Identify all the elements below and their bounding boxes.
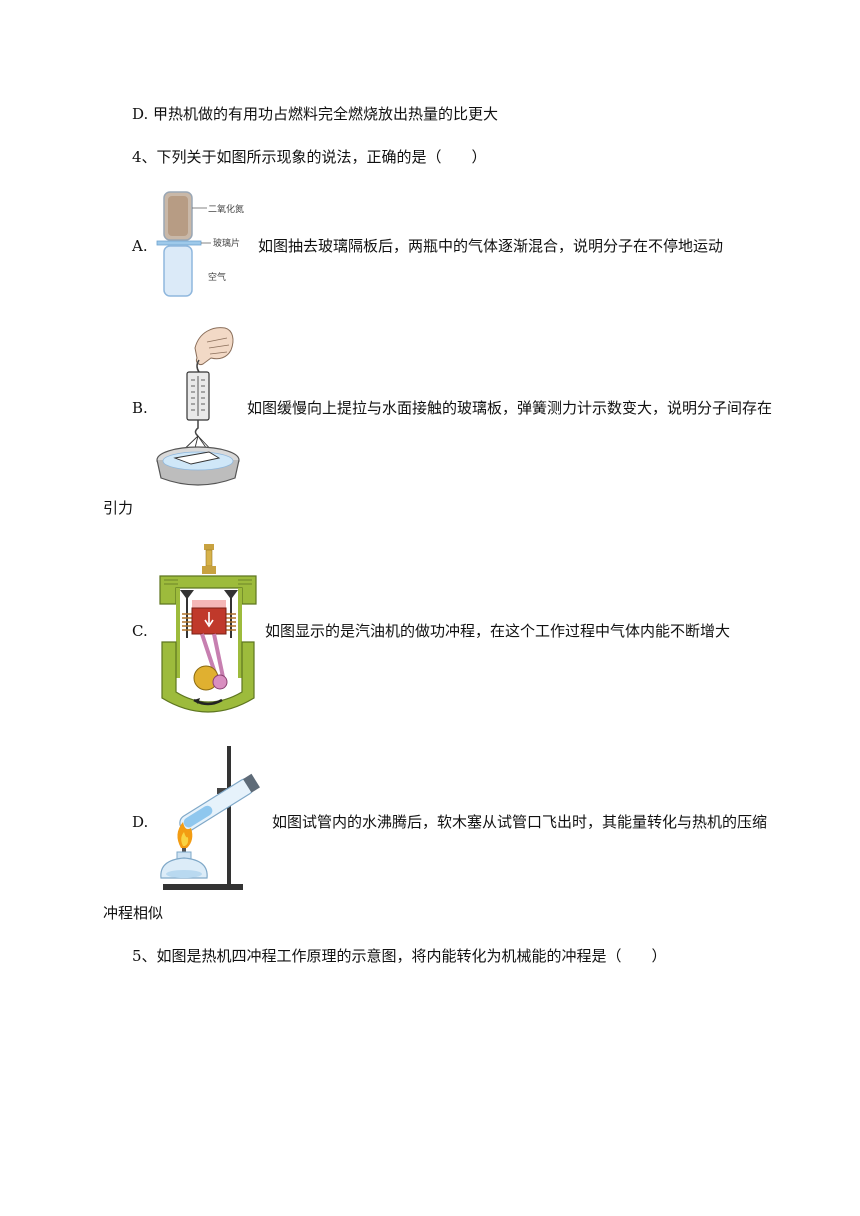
figure-label-glass-plate: 玻璃片: [213, 237, 240, 249]
q4-option-a-text: 如图抽去玻璃隔板后，两瓶中的气体逐渐混合，说明分子在不停地运动: [258, 237, 724, 255]
figure-label-no2: 二氧化氮: [208, 203, 244, 215]
q4-stem: 4、下列关于如图所示现象的说法，正确的是（ ）: [132, 148, 487, 166]
test-tube-heating-figure: [160, 746, 260, 890]
q4-option-d-text-cont: 冲程相似: [103, 904, 164, 922]
spring-scale-glass-plate-figure: [156, 327, 240, 486]
q4-option-b-text: 如图缓慢向上提拉与水面接触的玻璃板，弹簧测力计示数变大，说明分子间存在: [247, 399, 773, 417]
q4-option-c-label: C.: [132, 622, 148, 640]
q4-option-a-label: A.: [132, 237, 148, 255]
q4-option-d-text: 如图试管内的水沸腾后，软木塞从试管口飞出时，其能量转化与热机的压缩: [272, 813, 768, 831]
q4-option-b-label: B.: [132, 399, 148, 417]
gasoline-engine-figure: [159, 544, 257, 713]
figure-label-air: 空气: [208, 271, 226, 283]
q3-option-d: D. 甲热机做的有用功占燃料完全燃烧放出热量的比更大: [132, 105, 499, 123]
q5-stem: 5、如图是热机四冲程工作原理的示意图，将内能转化为机械能的冲程是（ ）: [132, 947, 667, 965]
q4-option-c-text: 如图显示的是汽油机的做功冲程，在这个工作过程中气体内能不断增大: [265, 622, 731, 640]
gas-diffusion-bottles-figure: 二氧化氮 玻璃片 空气: [156, 191, 244, 297]
q4-option-b-text-cont: 引力: [103, 499, 134, 517]
q4-option-d-label: D.: [132, 813, 149, 831]
